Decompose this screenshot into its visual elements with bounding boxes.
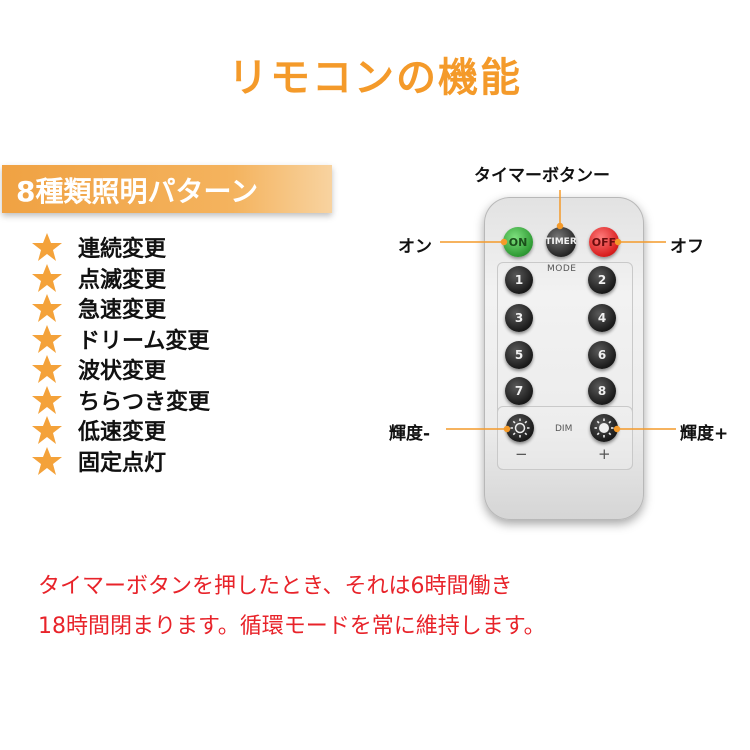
mode-button-1[interactable]: 1	[505, 266, 533, 294]
on-callout-label: オン	[398, 237, 432, 257]
list-item: 点滅変更	[30, 263, 290, 294]
list-item: ちらつき変更	[30, 385, 290, 416]
dim-caption: DIM	[555, 424, 573, 434]
mode-button-8[interactable]: 8	[588, 377, 616, 405]
off-button[interactable]: OFF	[589, 227, 619, 257]
star-icon	[32, 355, 62, 384]
mode-label: 連続変更	[78, 237, 167, 263]
mode-button-7[interactable]: 7	[505, 377, 533, 405]
plus-label: +	[598, 445, 611, 463]
mode-button-6[interactable]: 6	[588, 341, 616, 369]
on-button[interactable]: ON	[503, 227, 533, 257]
mode-list: 連続変更 点滅変更 急速変更 ドリーム変更 波状変更 ちらつき変更 低速変更 固…	[30, 232, 290, 476]
mode-label: ドリーム変更	[78, 328, 210, 354]
mode-caption: MODE	[547, 264, 577, 274]
star-icon	[32, 446, 62, 475]
note-line-1: タイマーボタンを押したとき、それは6時間働き	[38, 574, 513, 599]
timer-callout-label: タイマーボタンー	[474, 166, 610, 186]
list-item: ドリーム変更	[30, 324, 290, 355]
list-item: 波状変更	[30, 354, 290, 385]
mode-label: 点滅変更	[78, 267, 167, 293]
list-item: 固定点灯	[30, 446, 290, 477]
list-item: 急速変更	[30, 293, 290, 324]
star-icon	[32, 385, 62, 414]
star-icon	[32, 324, 62, 353]
timer-button[interactable]: TIMER	[545, 227, 577, 257]
mode-label: 急速変更	[78, 298, 167, 324]
mode-label: 固定点灯	[78, 450, 167, 476]
on-callout-dot	[500, 238, 508, 246]
list-item: 低速変更	[30, 415, 290, 446]
minus-label: −	[515, 445, 528, 463]
star-icon	[32, 263, 62, 292]
brightness-up-button[interactable]	[590, 414, 618, 442]
star-icon	[32, 416, 62, 445]
bright-down-callout-label: 輝度-	[389, 424, 431, 444]
brightness-down-button[interactable]	[506, 414, 534, 442]
timer-callout-dot	[556, 222, 564, 230]
note-line-2: 18時間閉まります。循環モードを常に維持します。	[38, 614, 546, 639]
page-title: リモコンの機能	[228, 55, 522, 101]
pattern-banner-label: 8種類照明パターン	[16, 175, 259, 208]
mode-button-4[interactable]: 4	[588, 304, 616, 332]
off-callout-label: オフ	[670, 237, 704, 257]
mode-button-2[interactable]: 2	[588, 266, 616, 294]
bright-up-callout-label: 輝度+	[680, 424, 729, 444]
mode-label: ちらつき変更	[78, 389, 211, 415]
pattern-banner: 8種類照明パターン	[2, 165, 332, 213]
sun-outline-icon	[510, 418, 530, 438]
star-icon	[32, 294, 62, 323]
mode-button-3[interactable]: 3	[505, 304, 533, 332]
bright-up-callout-dot	[613, 425, 621, 433]
star-icon	[32, 233, 62, 262]
bright-down-callout-dot	[503, 425, 511, 433]
mode-label: 低速変更	[78, 420, 167, 446]
list-item: 連続変更	[30, 232, 290, 263]
mode-button-5[interactable]: 5	[505, 341, 533, 369]
off-callout-dot	[614, 238, 622, 246]
sun-filled-icon	[594, 418, 614, 438]
mode-label: 波状変更	[78, 359, 167, 385]
